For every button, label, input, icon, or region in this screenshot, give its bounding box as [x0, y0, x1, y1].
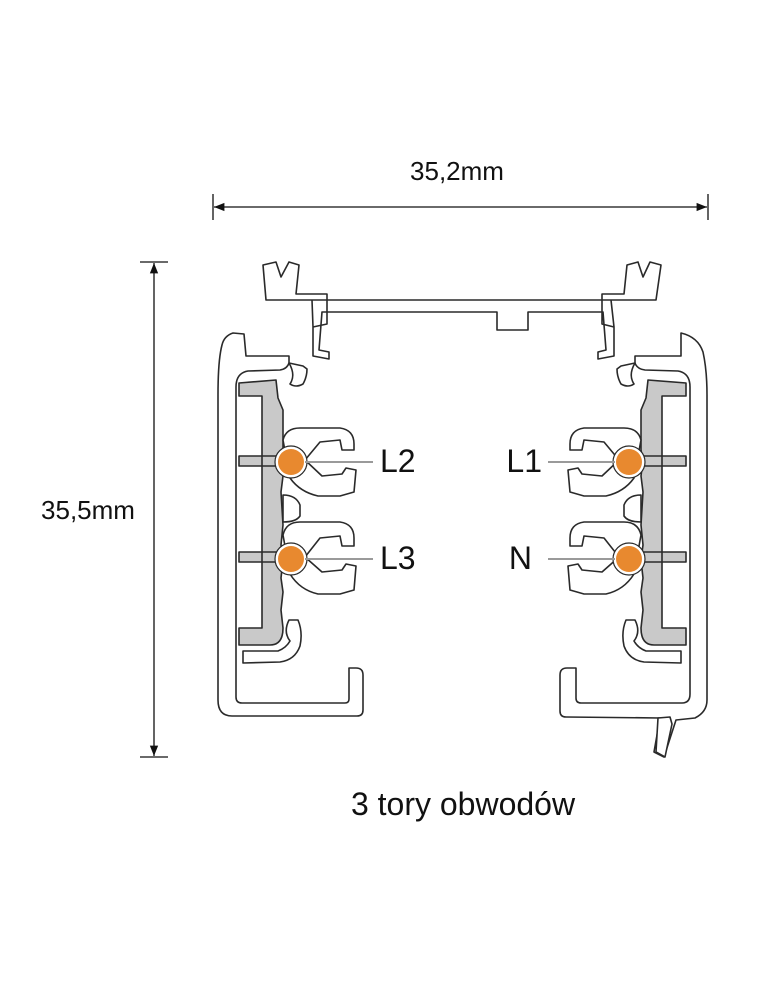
left-lower-clip	[282, 521, 357, 595]
right-bottom-hook	[655, 716, 673, 758]
height-label: 35,5mm	[41, 495, 135, 525]
right-insulator	[567, 379, 687, 646]
conductor-L3	[278, 546, 304, 572]
left-separator	[282, 494, 301, 523]
right-insulator-body	[640, 379, 687, 646]
conductor-L1	[616, 449, 642, 475]
right-upper-lip	[616, 362, 636, 387]
left-upper-lip	[288, 362, 308, 387]
right-outer-wall	[559, 332, 708, 758]
left-insulator-body	[238, 379, 284, 646]
right-lower-clip	[567, 521, 642, 595]
conductor-N	[616, 546, 642, 572]
width-dimension: 35,2mm	[212, 156, 709, 220]
label-L3: L3	[380, 540, 416, 576]
conductor-labels: L2 L3 L1 N	[305, 443, 615, 576]
left-upper-clip	[282, 427, 357, 497]
track-profile	[217, 261, 708, 758]
left-insulator	[238, 379, 357, 646]
right-lower-lip	[622, 619, 682, 664]
label-L2: L2	[380, 443, 416, 479]
label-L1: L1	[506, 443, 542, 479]
left-outer-wall	[217, 332, 364, 717]
conductor-L2	[278, 449, 304, 475]
right-upper-clip	[567, 427, 642, 497]
mounting-head	[262, 261, 662, 360]
height-dimension: 35,5mm	[41, 261, 168, 758]
label-N: N	[509, 540, 532, 576]
width-label: 35,2mm	[410, 156, 504, 186]
diagram-caption: 3 tory obwodów	[351, 786, 576, 822]
left-lower-lip	[242, 619, 302, 664]
right-separator	[623, 494, 642, 523]
